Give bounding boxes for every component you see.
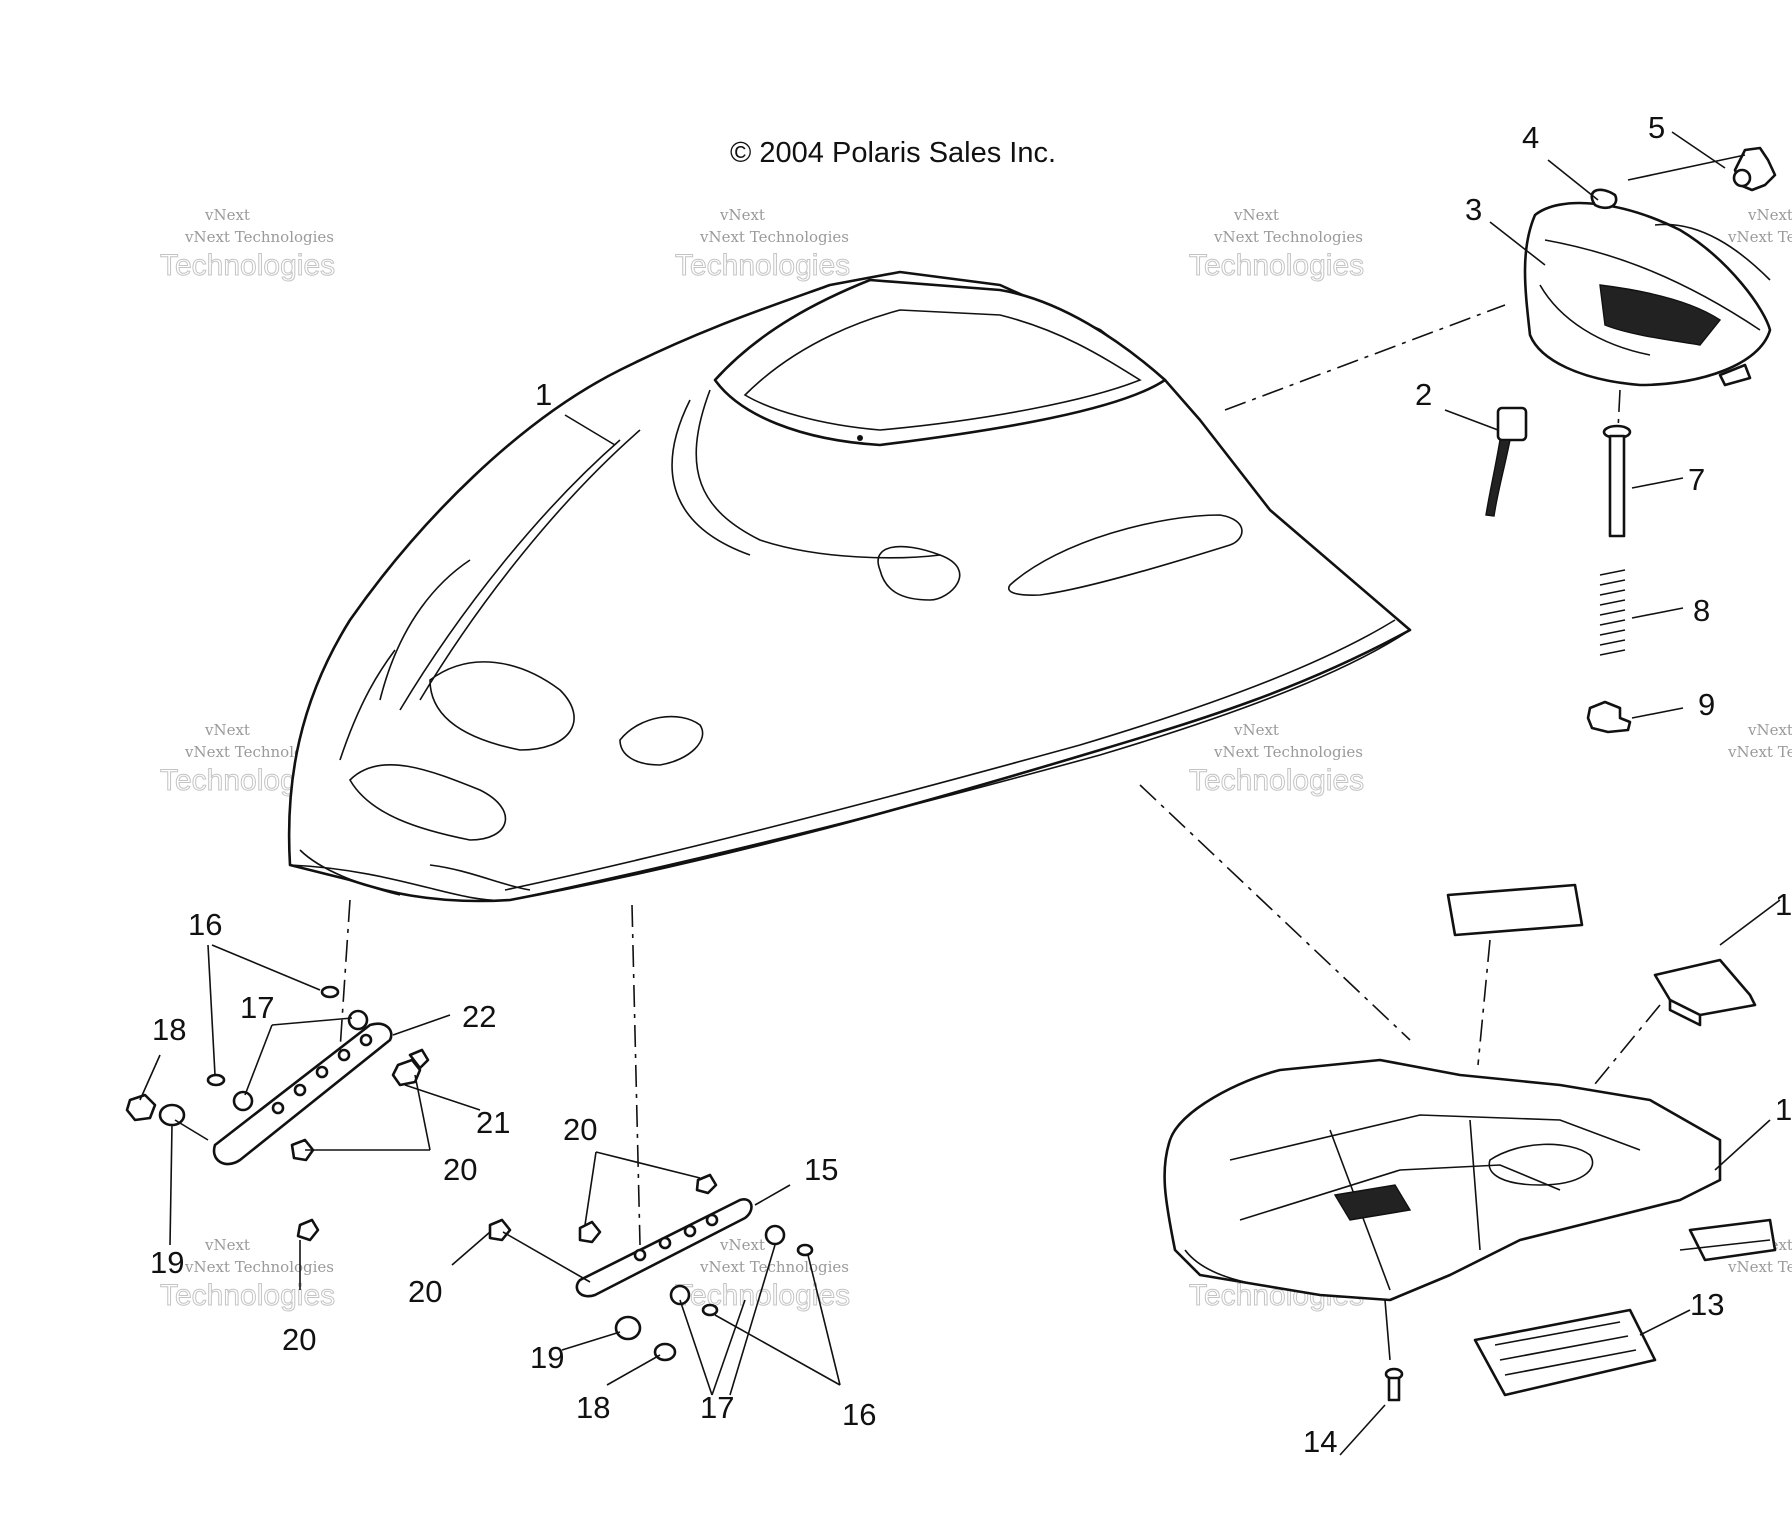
svg-text:vNext: vNext bbox=[1233, 206, 1279, 224]
svg-text:vNext: vNext bbox=[1747, 206, 1792, 224]
svg-text:Technologies: Technologies bbox=[1189, 249, 1364, 282]
svg-text:vNext Technologies: vNext Technologies bbox=[184, 228, 334, 246]
callout-14: 14 bbox=[1303, 1424, 1337, 1459]
callout-7: 7 bbox=[1688, 462, 1705, 497]
callout-20: 20 bbox=[563, 1112, 597, 1147]
watermark: vNext vNext Technologies Technologies bbox=[675, 1236, 851, 1313]
svg-text:vNext Technologies: vNext Technologies bbox=[699, 1258, 849, 1276]
bulb bbox=[1732, 146, 1777, 192]
svg-text:vNext: vNext bbox=[1747, 721, 1792, 739]
watermark: vNext vNext Technologies Technologies bbox=[1189, 721, 1365, 798]
watermark: vNext vNext Technologies bbox=[1727, 206, 1792, 246]
under-tray-part bbox=[1163, 1058, 1722, 1302]
callout-3: 3 bbox=[1465, 192, 1482, 227]
watermark: vNext vNext Technologies Technologies bbox=[160, 206, 336, 283]
foam-block bbox=[1653, 958, 1757, 1027]
watermark: vNext vNext Technologies bbox=[1727, 721, 1792, 761]
watermark: vNext vNext Technologies Technologies bbox=[1189, 206, 1365, 283]
callout-20: 20 bbox=[282, 1322, 316, 1357]
callout-20: 20 bbox=[408, 1274, 442, 1309]
foam-block bbox=[1446, 883, 1584, 937]
callout-16: 16 bbox=[188, 907, 222, 942]
svg-text:vNext Technologies: vNext Technologies bbox=[1727, 228, 1792, 246]
svg-text:Technologies: Technologies bbox=[675, 249, 850, 282]
vent-grille-part bbox=[1473, 1308, 1657, 1397]
callout-17: 17 bbox=[700, 1390, 734, 1425]
svg-text:vNext Technologies: vNext Technologies bbox=[699, 228, 849, 246]
callout-labels: 1 2 3 4 5 7 8 9 1 1 13 14 15 16 16 17 17… bbox=[150, 110, 1792, 1459]
spring-part bbox=[1599, 569, 1626, 656]
callout-8: 8 bbox=[1693, 593, 1710, 628]
svg-text:vNext: vNext bbox=[204, 1236, 250, 1254]
callout-4: 4 bbox=[1522, 120, 1539, 155]
svg-text:vNext Technologies: vNext Technologies bbox=[1727, 743, 1792, 761]
leader-lines bbox=[139, 131, 1781, 1456]
svg-text:vNext: vNext bbox=[204, 721, 250, 739]
svg-text:vNext Technologies: vNext Technologies bbox=[184, 1258, 334, 1276]
callout-22: 22 bbox=[462, 999, 496, 1034]
callout-2: 2 bbox=[1415, 377, 1432, 412]
copyright-text: © 2004 Polaris Sales Inc. bbox=[730, 137, 1056, 169]
callout-11: 1 bbox=[1775, 1092, 1792, 1127]
svg-text:vNext: vNext bbox=[719, 1236, 765, 1254]
svg-text:vNext Technologies: vNext Technologies bbox=[1213, 743, 1363, 761]
screw-part bbox=[1384, 1367, 1404, 1402]
callout-19: 19 bbox=[530, 1340, 564, 1375]
callout-5: 5 bbox=[1648, 110, 1665, 145]
callout-17: 17 bbox=[240, 990, 274, 1025]
label-part bbox=[1688, 1218, 1777, 1262]
svg-text:vNext Technologies: vNext Technologies bbox=[1213, 228, 1363, 246]
callout-9: 9 bbox=[1698, 687, 1715, 722]
headlight-assembly bbox=[1523, 146, 1777, 387]
right-bracket-assembly bbox=[488, 1173, 814, 1362]
svg-text:vNext Technologies: vNext Technologies bbox=[1727, 1258, 1792, 1276]
callout-18: 18 bbox=[576, 1390, 610, 1425]
watermark: vNext vNext Technologies Technologies bbox=[675, 206, 851, 283]
svg-text:Technologies: Technologies bbox=[160, 249, 335, 282]
watermark: vNext vNext Technologies Technologies bbox=[160, 1236, 336, 1313]
callout-16: 16 bbox=[842, 1397, 876, 1432]
callout-20: 20 bbox=[443, 1152, 477, 1187]
svg-text:Technologies: Technologies bbox=[1189, 764, 1364, 797]
assembly-lines bbox=[339, 304, 1661, 1246]
svg-text:vNext: vNext bbox=[719, 206, 765, 224]
callout-19: 19 bbox=[150, 1245, 184, 1280]
svg-text:vNext: vNext bbox=[204, 206, 250, 224]
svg-text:Technologies: Technologies bbox=[160, 1279, 335, 1312]
nut-part bbox=[1586, 700, 1632, 734]
callout-15: 15 bbox=[804, 1152, 838, 1187]
callout-1: 1 bbox=[535, 377, 552, 412]
callout-13: 13 bbox=[1690, 1287, 1724, 1322]
connector-part bbox=[1485, 406, 1528, 517]
callout-21: 21 bbox=[476, 1105, 510, 1140]
hood-part bbox=[287, 270, 1412, 903]
callout-18: 18 bbox=[152, 1012, 186, 1047]
callout-12: 1 bbox=[1775, 887, 1792, 922]
bolt-part bbox=[1602, 424, 1632, 538]
left-bracket-assembly bbox=[125, 985, 430, 1242]
svg-text:vNext: vNext bbox=[1233, 721, 1279, 739]
